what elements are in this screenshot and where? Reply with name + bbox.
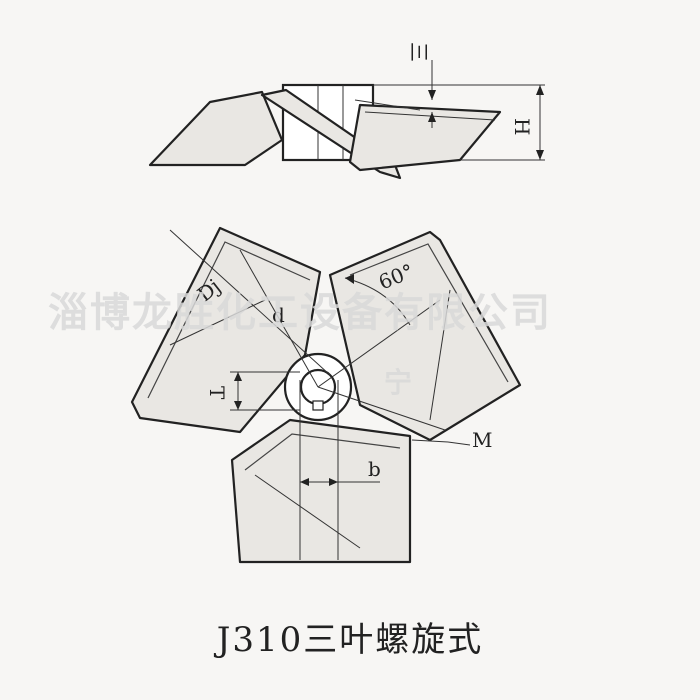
- plan-view: Dj d 60° T M b: [130, 226, 522, 564]
- plan-right-blade: [328, 230, 522, 442]
- plan-bottom-blade: [230, 418, 412, 564]
- b-label: b: [368, 457, 381, 481]
- d-label: d: [272, 303, 285, 327]
- side-left-blade: [148, 90, 284, 167]
- side-view: 三 H: [148, 42, 545, 180]
- side-right-blade: [348, 103, 502, 172]
- watermark: 淄博龙胜化工设备有限公司: [48, 290, 552, 336]
- figure-caption: J310三叶螺旋式: [216, 620, 484, 660]
- m-label: M: [472, 428, 492, 452]
- blade-thickness-label: 三: [407, 42, 431, 62]
- watermark-small: 宁: [384, 366, 414, 399]
- plan-left-blade: [130, 226, 322, 434]
- height-label: H: [510, 118, 534, 135]
- t-label: T: [205, 386, 229, 400]
